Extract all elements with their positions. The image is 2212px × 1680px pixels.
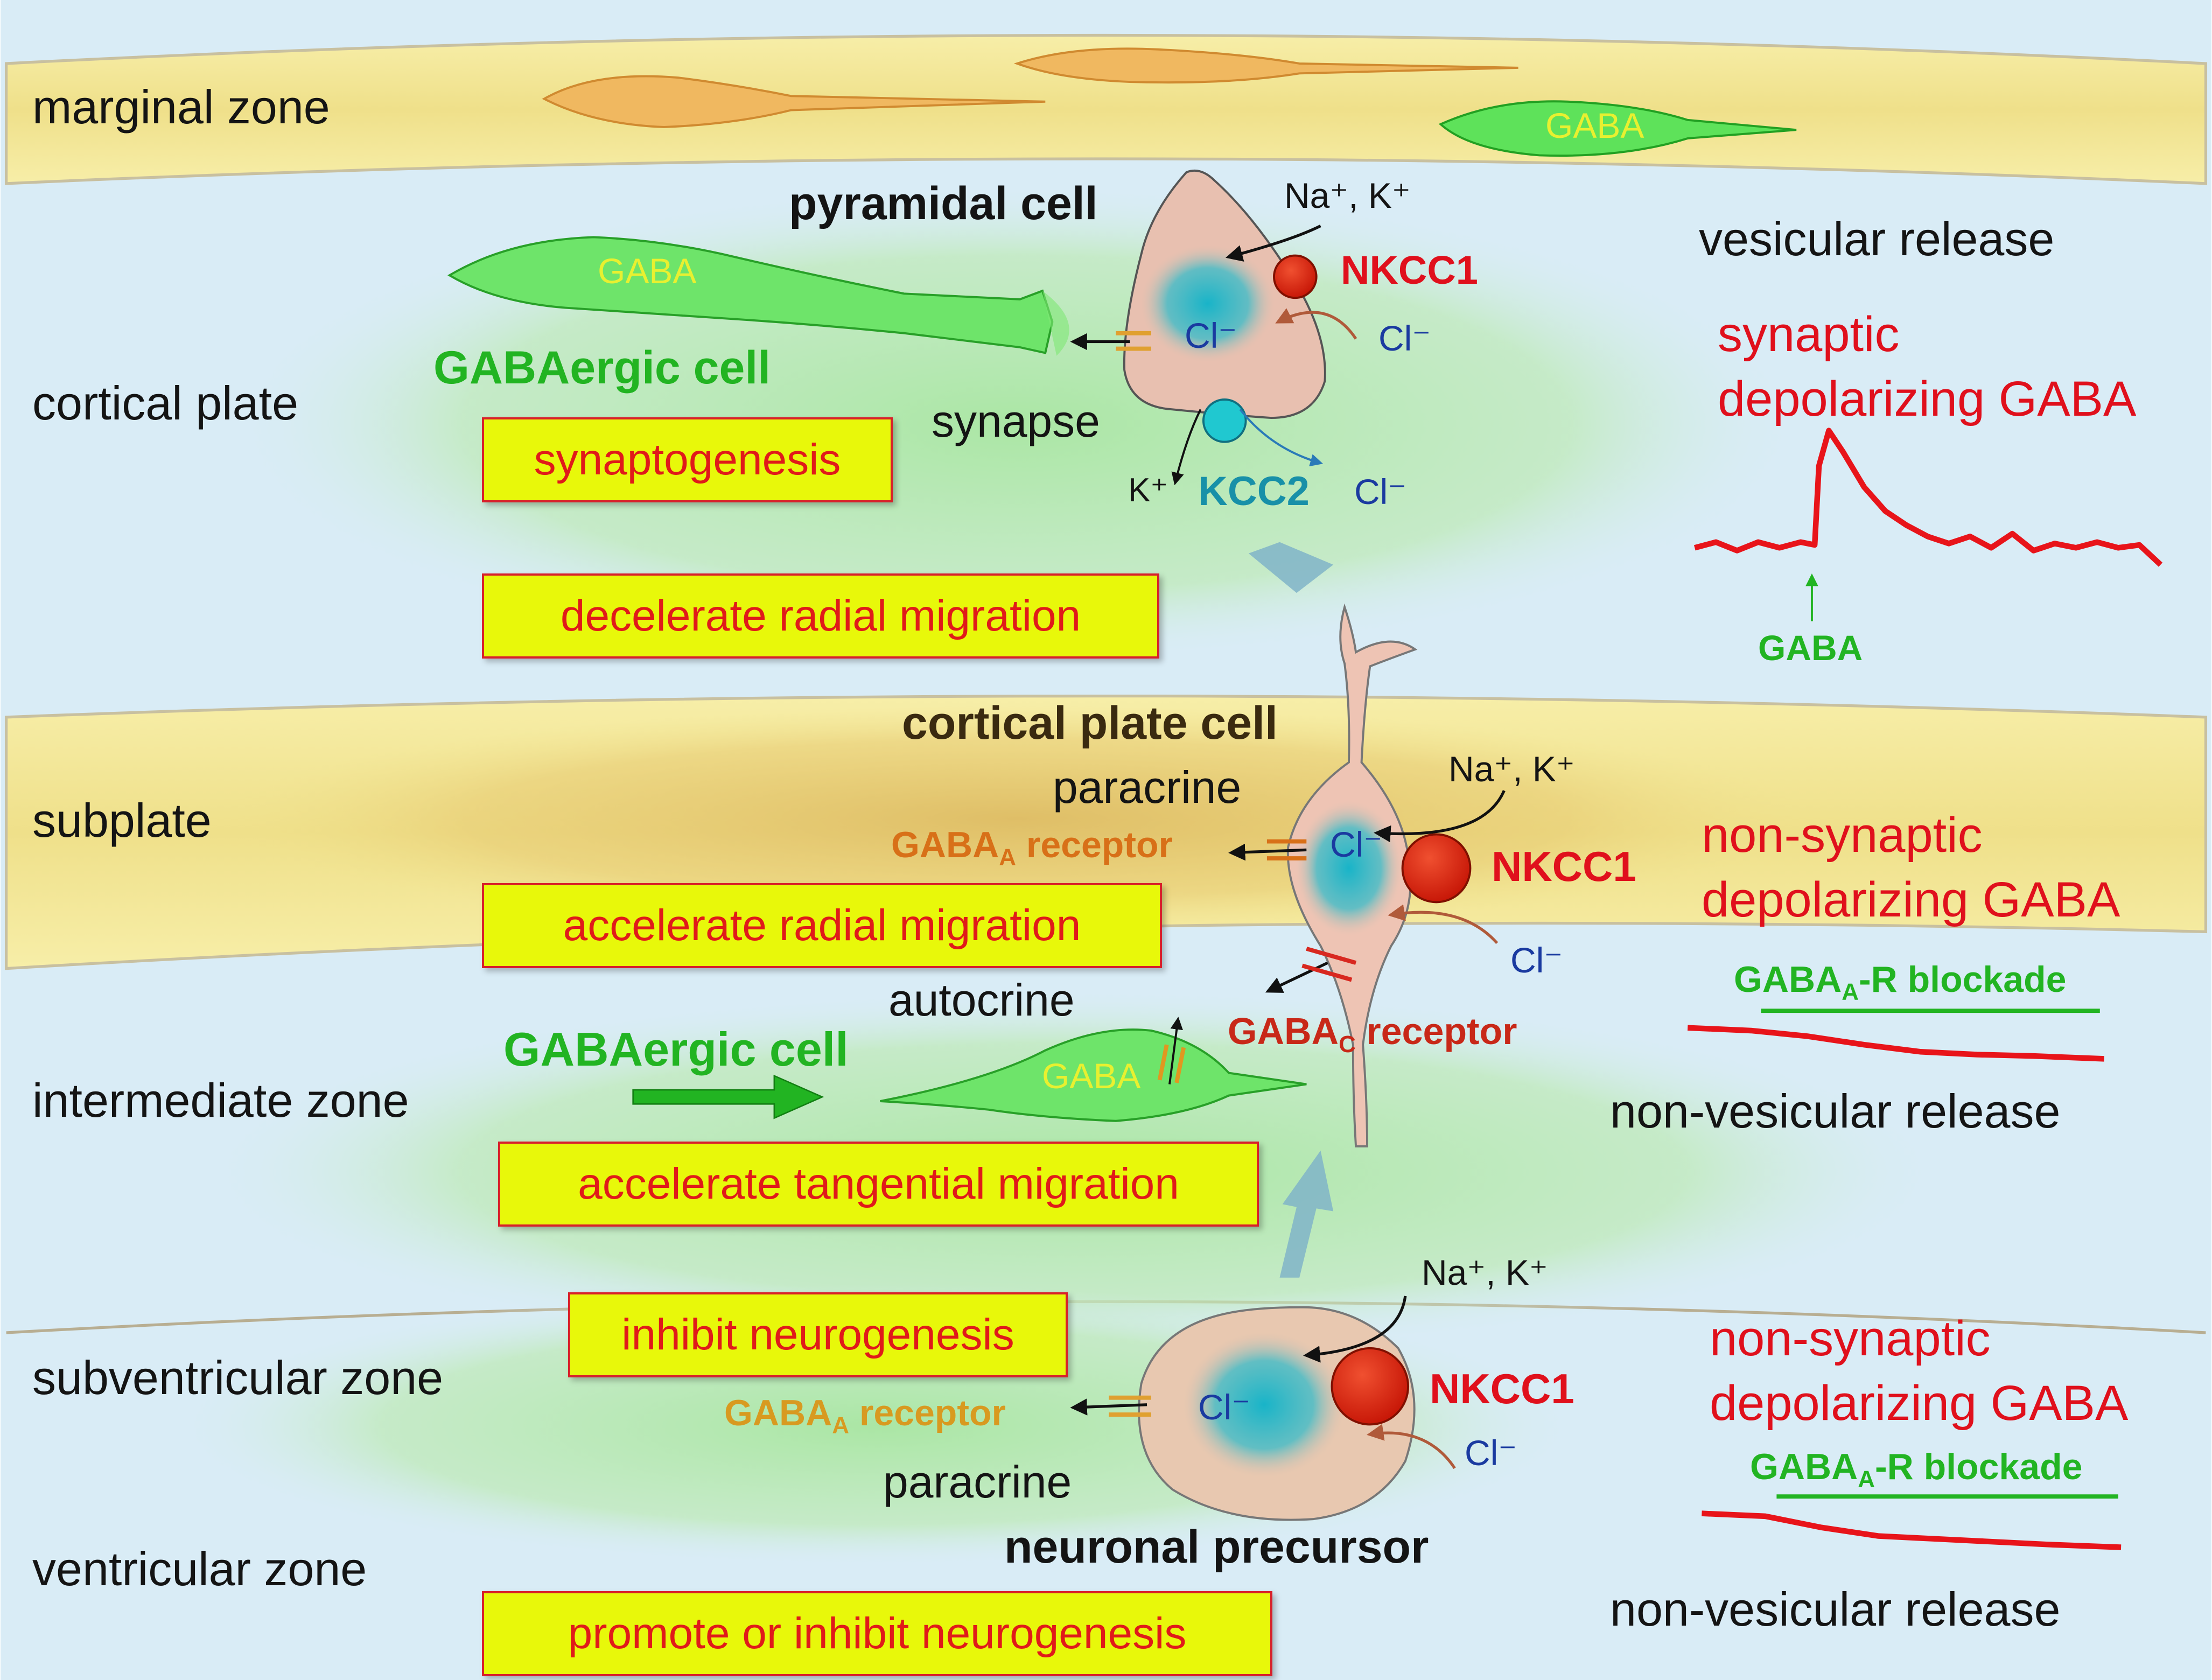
gaba-label-marginal: GABA <box>1545 106 1644 145</box>
cp-cl-inside-label: Cl⁻ <box>1330 824 1383 864</box>
non-vesicular-label-1: non-vesicular release <box>1610 1084 2061 1138</box>
zone-label-marginal: marginal zone <box>32 80 330 134</box>
pyramidal-cell-title: pyramidal cell <box>789 178 1098 229</box>
box-accelerate-tangential: accelerate tangential migration <box>498 1142 1259 1227</box>
cajal-retzius-cell-2 <box>1013 47 1518 84</box>
migration-arrow-lower <box>1279 1150 1334 1278</box>
nonsyn-trace-2 <box>1702 1510 2122 1550</box>
stim-gaba-label: GABA <box>1758 628 1863 668</box>
nonsyn-label-1-line1: non-synaptic <box>1702 808 1983 863</box>
box-decelerate-radial: decelerate radial migration <box>482 573 1159 659</box>
np-cl-outside-label: Cl⁻ <box>1465 1433 1517 1473</box>
zone-label-intermediate: intermediate zone <box>32 1074 409 1127</box>
blockade-label-2: GABAA-R blockade <box>1750 1446 2083 1493</box>
box-synaptogenesis: synaptogenesis <box>482 417 893 502</box>
synapse-label: synapse <box>932 396 1100 446</box>
synaptic-trace <box>1693 428 2163 567</box>
np-nkcc1-label: NKCC1 <box>1430 1365 1574 1412</box>
pyramidal-cl-cloud <box>1139 244 1276 363</box>
zone-label-cortical-plate: cortical plate <box>32 376 299 430</box>
zone-label-ventricular: ventricular zone <box>32 1542 367 1595</box>
cp-nkcc1-label: NKCC1 <box>1492 843 1636 890</box>
gabaergic-cell-mid-title: GABAergic cell <box>503 1023 849 1076</box>
pyramidal-cl-outside-label: Cl⁻ <box>1378 318 1431 358</box>
zone-label-subventricular: subventricular zone <box>32 1351 444 1404</box>
gabaergic-cell-mid <box>880 1028 1307 1122</box>
gaba-label-mid-cell: GABA <box>1042 1056 1141 1096</box>
pyramidal-cl-inside-label: Cl⁻ <box>1185 316 1237 355</box>
cp-na-k-label: Na⁺, K⁺ <box>1448 749 1575 789</box>
pyramidal-kcc2-transporter <box>1202 398 1247 443</box>
gabaergic-cell-top-title: GABAergic cell <box>433 342 771 394</box>
gaba-c-receptor-label: GABAC receptor <box>1228 1010 1517 1058</box>
autocrine-label: autocrine <box>888 975 1075 1025</box>
np-na-k-label: Na⁺, K⁺ <box>1422 1252 1548 1292</box>
nonsyn-label-2-line1: non-synaptic <box>1710 1311 1991 1366</box>
tangential-arrow <box>632 1074 824 1119</box>
np-nkcc1-transporter <box>1331 1347 1410 1426</box>
synaptic-label-line1: synaptic <box>1718 307 1900 362</box>
box-promote-inhibit-neurogenesis: promote or inhibit neurogenesis <box>482 1591 1272 1676</box>
neuronal-precursor-title: neuronal precursor <box>1004 1521 1429 1573</box>
gaba-label-top-cell: GABA <box>598 251 697 291</box>
paracrine-label-cp: paracrine <box>1053 762 1242 813</box>
nonsyn-label-2-line2: depolarizing GABA <box>1710 1376 2129 1431</box>
cp-cl-outside-label: Cl⁻ <box>1510 940 1563 980</box>
nonsyn-label-1-line2: depolarizing GABA <box>1702 872 2120 927</box>
synaptic-label-line2: depolarizing GABA <box>1718 372 2137 426</box>
pyramidal-nkcc1-transporter <box>1273 254 1318 299</box>
pyramidal-na-k-label: Na⁺, K⁺ <box>1284 176 1411 215</box>
cp-cl-cloud <box>1295 800 1403 936</box>
cp-nkcc1-transporter <box>1401 833 1472 904</box>
zone-label-subplate: subplate <box>32 794 212 847</box>
blockade-label-1: GABAA-R blockade <box>1734 959 2067 1005</box>
migration-arrow-up <box>1248 542 1334 593</box>
cajal-retzius-cell-1 <box>542 75 1046 128</box>
marginal-gaba-cell <box>1438 100 1797 157</box>
gaba-a-receptor-label-np: GABAA receptor <box>724 1392 1006 1439</box>
pyramidal-cl-kcc2-label: Cl⁻ <box>1354 472 1407 512</box>
pyramidal-k-label: K⁺ <box>1128 472 1168 509</box>
cortical-plate-cell-title: cortical plate cell <box>902 697 1278 749</box>
gaba-a-receptor-label-cp: GABAA receptor <box>891 824 1173 871</box>
np-cl-cloud <box>1182 1331 1346 1479</box>
box-accelerate-radial: accelerate radial migration <box>482 883 1162 968</box>
kcc2-label: KCC2 <box>1198 468 1310 514</box>
np-cl-inside-label: Cl⁻ <box>1198 1387 1251 1427</box>
nonsyn-trace-1 <box>1687 1025 2104 1062</box>
vesicular-release-label: vesicular release <box>1699 212 2055 265</box>
non-vesicular-label-2: non-vesicular release <box>1610 1583 2061 1636</box>
pyramidal-nkcc1-label: NKCC1 <box>1341 248 1478 292</box>
paracrine-label-np: paracrine <box>883 1457 1072 1507</box>
box-inhibit-neurogenesis: inhibit neurogenesis <box>568 1292 1068 1377</box>
